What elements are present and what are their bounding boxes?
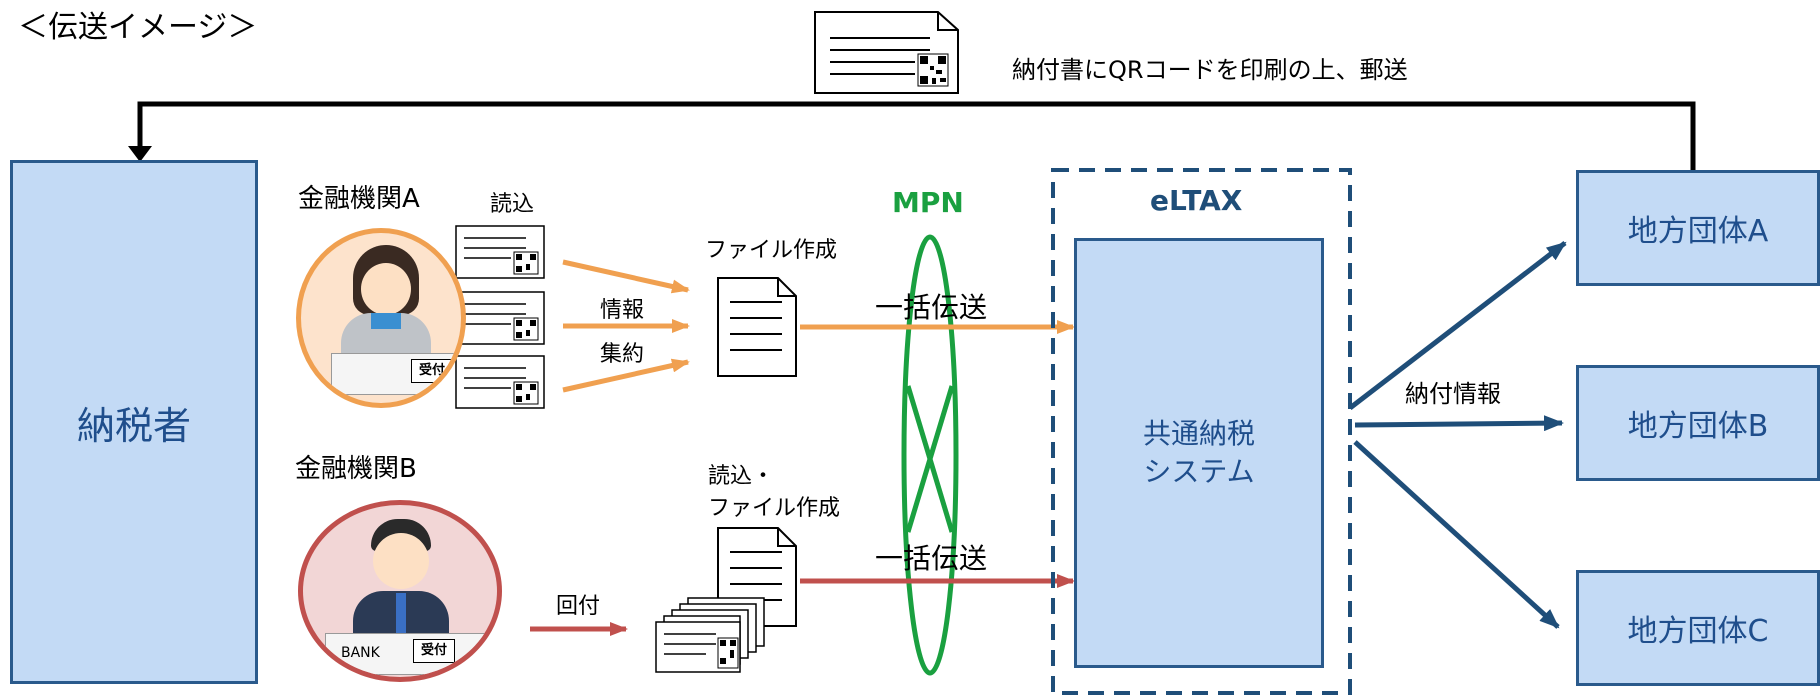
taxpayer-label: 納税者 — [76, 403, 191, 448]
system-line-2: システム — [1143, 455, 1255, 488]
bank-a-clerk-avatar: 受付 — [296, 228, 466, 408]
bank-b-desk — [325, 633, 487, 675]
desk-sign-label-b: 受付 — [420, 643, 447, 658]
forward-label: 回付 — [556, 594, 601, 619]
clerk-face — [361, 263, 411, 315]
clerk-scarf — [371, 313, 401, 329]
aggregation-arrows — [562, 259, 690, 393]
info-label-2: 集約 — [600, 342, 645, 367]
mailing-connector — [128, 101, 1696, 170]
mpn-network-icon — [901, 234, 959, 676]
page-title: ＜伝送イメージ＞ — [18, 10, 258, 45]
clerk-b-face — [373, 533, 429, 589]
clerk-b-tie — [396, 593, 406, 633]
bank-b-label: 金融機関B — [295, 454, 417, 484]
bank-b-slip-stack — [655, 597, 765, 673]
gov-a-box: 地方団体A — [1576, 170, 1820, 286]
gov-c-label: 地方団体C — [1627, 614, 1769, 649]
system-line-1: 共通納税 — [1142, 417, 1255, 450]
batch-send-label-a: 一括伝送 — [875, 291, 988, 324]
eltax-label: eLTAX — [1150, 184, 1243, 217]
bank-a-label: 金融機関A — [298, 184, 420, 214]
gov-a-label: 地方団体A — [1627, 214, 1769, 249]
taxpayer-box: 納税者 — [10, 160, 258, 684]
qr-code-icon — [917, 53, 949, 87]
gov-b-label: 地方団体B — [1627, 409, 1769, 444]
read-file-label-1: 読込・ — [708, 464, 775, 489]
common-tax-system-box: 共通納税 システム — [1074, 238, 1324, 668]
bank-sign: BANK — [341, 645, 380, 661]
mpn-label: MPN — [892, 186, 964, 219]
file-icon-a — [717, 277, 797, 377]
bank-a-slips — [455, 225, 545, 409]
gov-c-box: 地方団体C — [1576, 570, 1820, 686]
batch-send-label-b: 一括伝送 — [875, 542, 988, 575]
bank-b-clerk-avatar: BANK 受付 — [298, 500, 502, 682]
payment-info-arrows — [1348, 241, 1567, 629]
info-label-1: 情報 — [600, 298, 645, 323]
payment-info-label: 納付情報 — [1405, 380, 1501, 408]
eltax-frame — [1051, 168, 1352, 695]
mail-note: 納付書にQRコードを印刷の上、郵送 — [1012, 56, 1408, 84]
file-create-label: ファイル作成 — [705, 238, 838, 263]
read-file-label-2: ファイル作成 — [708, 496, 841, 521]
read-label: 読込 — [490, 192, 535, 217]
gov-b-box: 地方団体B — [1576, 365, 1820, 481]
desk-sign-label-a: 受付 — [418, 363, 445, 378]
desk-sign-b: 受付 — [413, 639, 455, 663]
desk-sign: 受付 — [411, 359, 453, 383]
payment-slip-icon — [814, 11, 959, 94]
